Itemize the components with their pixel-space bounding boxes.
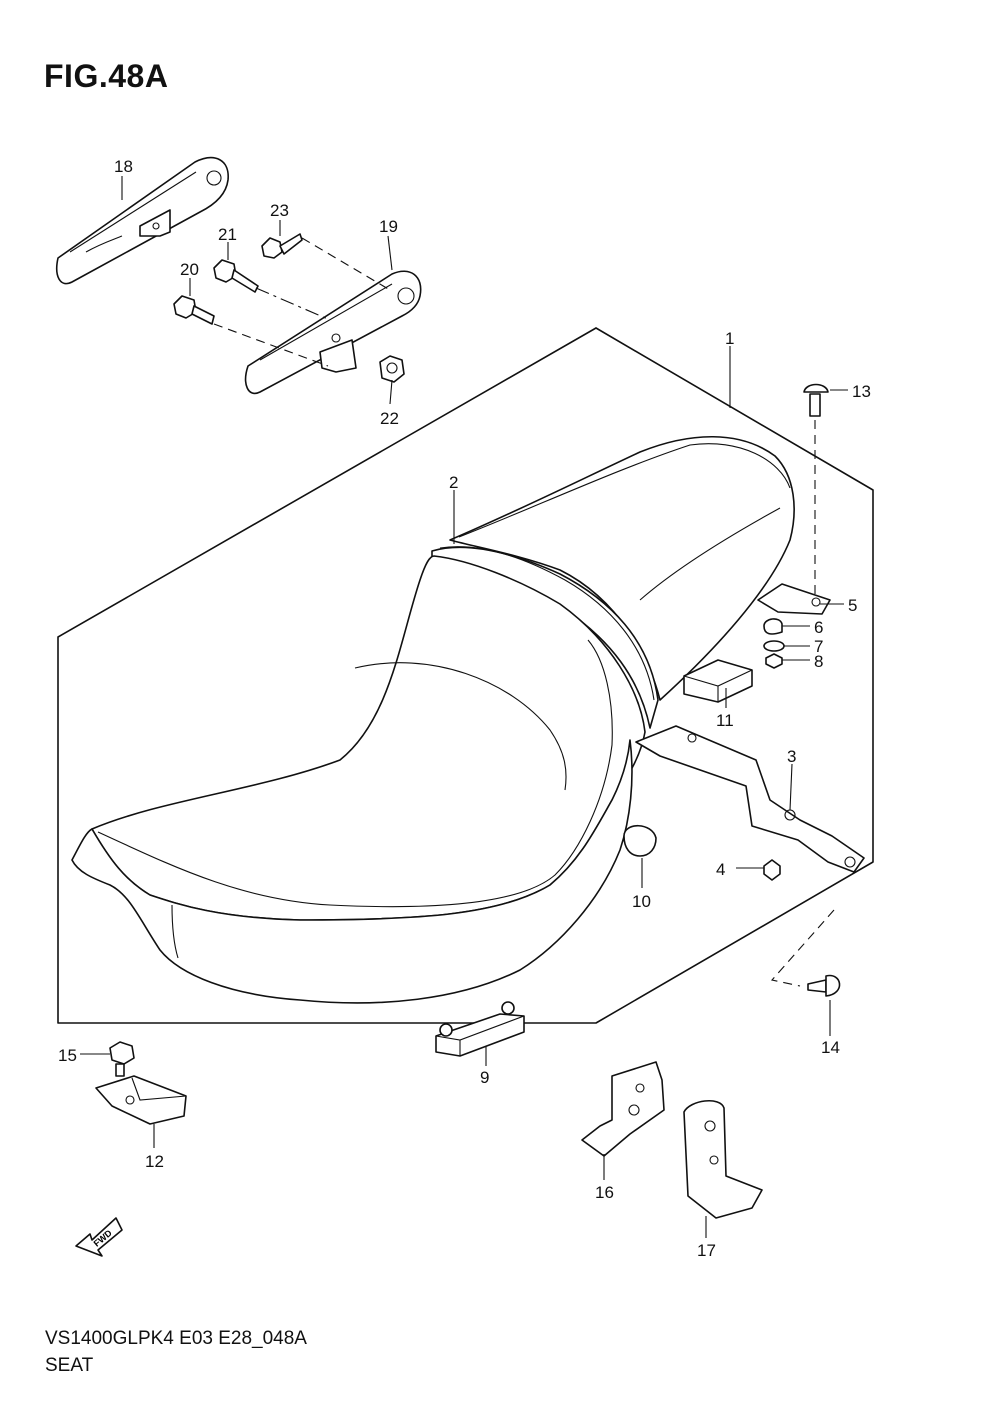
part-5-plate [757,583,831,615]
part-12-bracket [95,1075,187,1125]
callout-23: 23 [270,201,289,220]
part-11-block [683,659,753,703]
callout-2: 2 [449,473,458,492]
assembly-outline [57,327,874,1024]
callout-11: 11 [716,711,734,730]
part-4-nut [763,859,781,881]
part-17-bracket [683,1100,763,1219]
part-16-bracket [581,1061,665,1157]
part-23-bolt [261,233,303,259]
part-19-handle-arm [244,270,422,395]
callout-21: 21 [218,225,237,244]
callout-1: 1 [725,329,734,348]
section-name: SEAT [45,1355,94,1376]
part-14-screw [807,974,841,997]
part-10-grommet [623,824,657,857]
callout-22: 22 [380,409,399,428]
assembly-line-23 [301,237,391,291]
part-18-grab-rail [56,156,229,285]
seat-assembly [71,435,795,1004]
part-8-nut [765,653,783,669]
assembly-line-21 [255,287,331,321]
callout-9: 9 [480,1068,489,1087]
fwd-arrow-icon: FWD [75,1217,123,1257]
callout-19: 19 [379,217,398,236]
part-15-bolt [109,1041,135,1077]
part-3-bracket [635,725,865,873]
model-code: VS1400GLPK4 E03 E28_048A [45,1328,307,1349]
callout-8: 8 [814,652,823,671]
callout-3: 3 [787,747,796,766]
part-7-washer [763,640,785,652]
callout-18: 18 [114,157,133,176]
figure-title: FIG.48A [44,58,169,94]
part-13-screw [803,383,829,417]
callout-5: 5 [848,596,857,615]
part-9-damper [435,1001,525,1057]
callout-20: 20 [180,260,199,279]
callout-13: 13 [852,382,871,401]
callout-15: 15 [58,1046,77,1065]
callout-7: 7 [814,637,823,656]
part-6-clip [763,618,783,635]
callout-17: 17 [697,1241,716,1260]
leader-lines [80,176,848,1238]
part-20-bolt [173,295,215,325]
callout-10: 10 [632,892,651,911]
callout-14: 14 [821,1038,840,1057]
callout-12: 12 [145,1152,164,1171]
part-22-nut [379,355,405,383]
callout-4: 4 [716,860,725,879]
callout-16: 16 [595,1183,614,1202]
assembly-line-20 [213,323,329,367]
callout-6: 6 [814,618,823,637]
callout-labels: 18 19 23 21 20 22 1 2 13 5 6 7 8 11 3 4 … [58,157,871,1260]
part-21-bolt [213,259,259,293]
assembly-line-14 [770,909,835,987]
